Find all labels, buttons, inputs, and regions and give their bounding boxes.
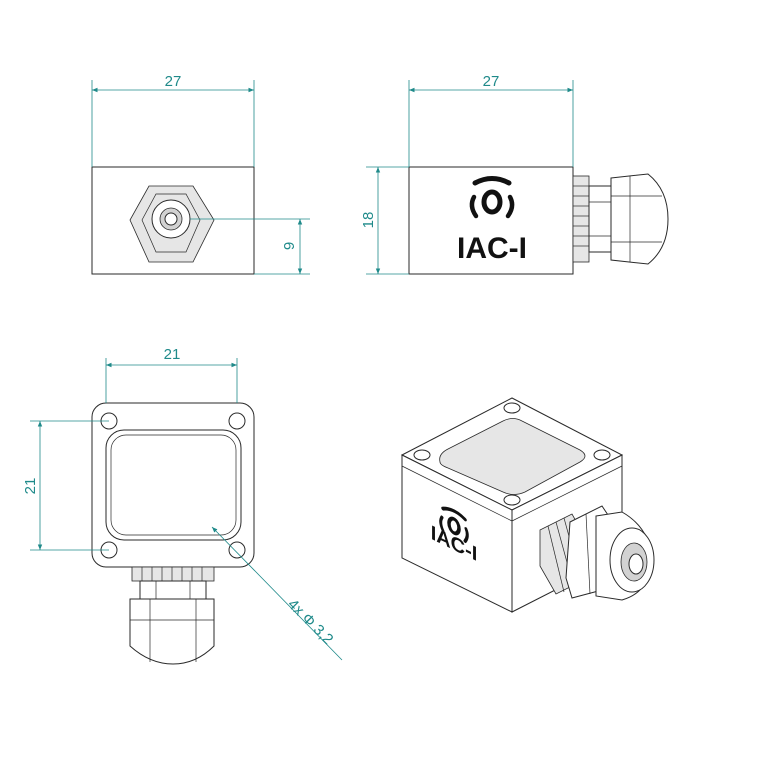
- iso-cable-gland: [539, 505, 655, 601]
- top-view-hole-callout: 4x Φ 3,2: [211, 526, 343, 661]
- front-view-width-label: 27: [165, 73, 182, 90]
- front-view-height-label: 9: [281, 242, 298, 250]
- front-view-width-dimension: 27: [91, 73, 255, 167]
- top-view-height-dimension: 21: [22, 420, 109, 551]
- side-view-logo: IAC-I: [457, 176, 527, 265]
- side-view-height-label: 18: [360, 212, 377, 229]
- top-view-width-dimension: 21: [105, 346, 238, 403]
- top-view-hole-label: 4x Φ 3,2: [284, 596, 336, 648]
- side-view-width-dimension: 27: [408, 73, 574, 167]
- top-view: 21 21 4x Φ 3,2: [22, 346, 343, 665]
- side-view: IAC-I 27: [360, 73, 669, 275]
- front-view: 27 9: [91, 73, 310, 275]
- iso-mounting-holes: [413, 402, 611, 506]
- side-view-cable-gland: [572, 173, 669, 265]
- iso-lid: [439, 418, 586, 495]
- side-view-width-label: 27: [483, 73, 500, 90]
- front-view-height-dimension: 9: [190, 218, 310, 275]
- top-view-cable-gland: [129, 566, 215, 665]
- isometric-view: IAC-I: [400, 397, 655, 613]
- side-view-logo-text: IAC-I: [457, 232, 527, 265]
- top-view-width-label: 21: [164, 346, 181, 363]
- side-view-height-dimension: 18: [360, 166, 409, 275]
- side-view-body: [408, 166, 574, 275]
- top-view-lid: [105, 429, 242, 541]
- top-view-height-label: 21: [22, 478, 39, 495]
